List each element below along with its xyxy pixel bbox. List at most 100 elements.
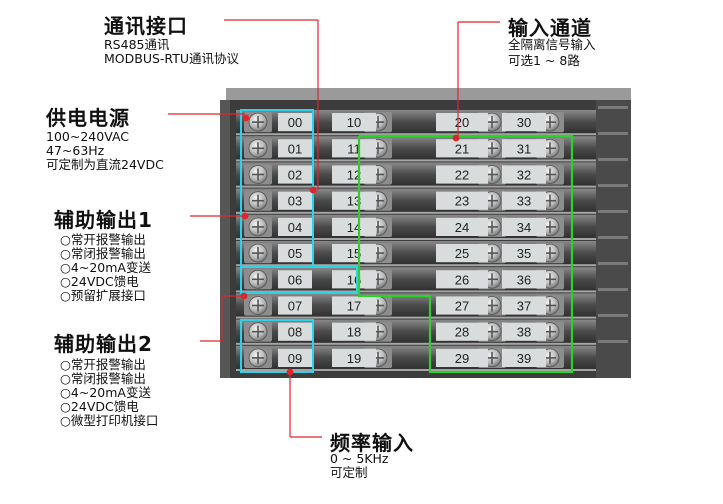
terminal-label-bg xyxy=(278,296,312,315)
terminal-label-bg xyxy=(502,296,546,315)
terminal-number: 33 xyxy=(517,194,531,209)
row-divider xyxy=(236,211,596,214)
terminal-label-bg xyxy=(436,139,488,158)
terminal-number: 17 xyxy=(347,299,361,314)
terminal-number: 27 xyxy=(455,299,469,314)
terminal-label-bg xyxy=(278,191,312,210)
terminal-label-bg xyxy=(502,270,546,289)
terminal-label-bg xyxy=(502,217,546,236)
terminal-number: 39 xyxy=(517,351,531,366)
row-divider xyxy=(236,159,596,162)
terminal-number: 01 xyxy=(288,141,302,156)
side-rib xyxy=(598,262,628,265)
terminal-label-bg xyxy=(436,296,488,315)
row-divider xyxy=(236,316,596,319)
terminal-number: 37 xyxy=(517,299,531,314)
terminal-number: 12 xyxy=(347,168,361,183)
side-rib xyxy=(598,184,628,187)
terminal-number: 19 xyxy=(347,351,361,366)
aux1-title: 辅助输出1 xyxy=(54,208,153,232)
comm-line-1: RS485通讯 xyxy=(104,37,170,52)
terminal-number: 15 xyxy=(347,246,361,261)
housing-top-edge xyxy=(226,88,631,100)
terminal-label-bg xyxy=(332,191,376,210)
terminal-number: 32 xyxy=(517,168,531,183)
terminal-number: 38 xyxy=(517,325,531,340)
row-divider xyxy=(236,133,596,136)
aux1-option: ○常开报警输出 xyxy=(60,232,146,247)
terminal-number: 26 xyxy=(455,272,469,287)
row-divider xyxy=(236,290,596,293)
side-rib xyxy=(598,210,628,213)
side-rib xyxy=(598,340,628,343)
power-line-2: 47~63Hz xyxy=(46,143,105,158)
terminal-number: 08 xyxy=(288,325,302,340)
terminal-number: 00 xyxy=(288,115,302,130)
terminal-label-bg xyxy=(332,113,376,132)
terminal-label-bg xyxy=(332,348,376,367)
row-divider xyxy=(236,342,596,345)
aux2-option: ○24VDC馈电 xyxy=(60,399,139,414)
terminal-label-bg xyxy=(332,296,376,315)
freq-line-2: 可定制 xyxy=(330,465,368,480)
terminal-label-bg xyxy=(502,139,546,158)
terminal-label-bg xyxy=(332,270,376,289)
terminal-number: 05 xyxy=(288,246,302,261)
aux2-option: ○常闭报警输出 xyxy=(60,371,146,386)
terminal-label-bg xyxy=(436,191,488,210)
terminal-label-bg xyxy=(436,348,488,367)
terminal-label-bg xyxy=(502,191,546,210)
terminal-label-bg xyxy=(436,217,488,236)
terminal-label-bg xyxy=(332,139,376,158)
side-rib xyxy=(598,236,628,239)
terminal-number: 03 xyxy=(288,194,302,209)
row-divider xyxy=(236,185,596,188)
terminal-number: 09 xyxy=(288,351,302,366)
comm-title: 通讯接口 xyxy=(104,14,188,38)
power-title: 供电电源 xyxy=(46,106,130,130)
callout-dot xyxy=(452,134,460,142)
aux1-option: ○预留扩展接口 xyxy=(60,288,146,303)
row-divider xyxy=(236,264,596,267)
housing-left-edge xyxy=(220,100,230,378)
aux1-option: ○24VDC馈电 xyxy=(60,274,139,289)
aux1-option: ○常闭报警输出 xyxy=(60,246,146,261)
terminal-number: 28 xyxy=(455,325,469,340)
terminal-number: 18 xyxy=(347,325,361,340)
freq-line-1: 0 ~ 5KHz xyxy=(330,451,389,466)
power-line-1: 100~240VAC xyxy=(46,129,130,144)
freq-title: 频率输入 xyxy=(330,431,414,455)
terminal-label-bg xyxy=(436,165,488,184)
terminal-label-bg xyxy=(502,322,546,341)
terminal-label-bg xyxy=(436,244,488,263)
terminal-number: 30 xyxy=(517,115,531,130)
terminal-number: 02 xyxy=(288,168,302,183)
side-rib xyxy=(598,106,628,109)
terminal-number: 10 xyxy=(347,115,361,130)
terminal-number: 11 xyxy=(347,141,361,156)
aux1-option: ○4~20mA变送 xyxy=(60,260,151,275)
comm-line-2: MODBUS-RTU通讯协议 xyxy=(104,51,239,66)
terminal-number: 13 xyxy=(347,194,361,209)
group-box-input-channel xyxy=(357,134,574,374)
terminal-label-bg xyxy=(332,217,376,236)
terminal-number: 24 xyxy=(455,220,469,235)
terminal-number: 25 xyxy=(455,246,469,261)
callout-dot xyxy=(241,212,249,220)
terminal-label-bg xyxy=(332,244,376,263)
side-rib xyxy=(598,288,628,291)
terminal-label-bg xyxy=(436,113,488,132)
terminal-label-bg xyxy=(278,322,312,341)
group-box-aux1 xyxy=(240,266,358,294)
aux2-option: ○4~20mA变送 xyxy=(60,385,151,400)
side-rib xyxy=(598,158,628,161)
terminal-label-bg xyxy=(278,165,312,184)
terminal-number: 14 xyxy=(347,220,361,235)
power-line-3: 可定制为直流24VDC xyxy=(46,157,164,172)
terminal-label-bg xyxy=(278,139,312,158)
callout-dot xyxy=(309,186,317,194)
terminal-label-bg xyxy=(502,348,546,367)
aux2-option: ○常开报警输出 xyxy=(60,357,146,372)
input-channel-line-2: 可选1 ~ 8路 xyxy=(508,53,580,68)
